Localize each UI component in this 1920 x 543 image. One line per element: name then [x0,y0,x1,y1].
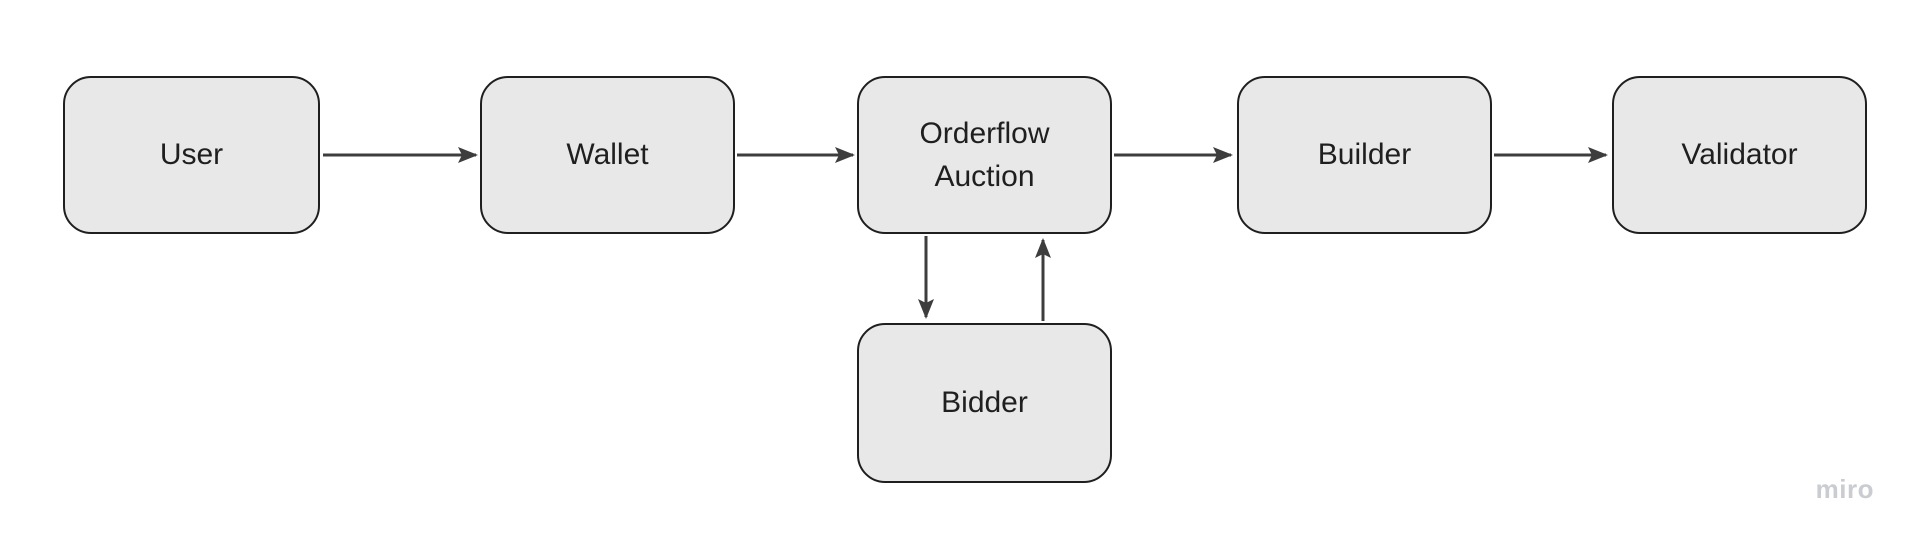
node-orderflow-auction-label: Orderflow Auction [919,116,1050,194]
node-user[interactable]: User [63,76,320,234]
node-wallet[interactable]: Wallet [480,76,735,234]
node-wallet-label: Wallet [566,138,649,172]
node-bidder[interactable]: Bidder [857,323,1112,483]
node-bidder-label: Bidder [941,386,1028,420]
node-builder-label: Builder [1317,138,1412,172]
miro-watermark: miro [1815,474,1874,504]
node-builder[interactable]: Builder [1237,76,1492,234]
node-validator[interactable]: Validator [1612,76,1867,234]
node-validator-label: Validator [1681,138,1798,172]
node-user-label: User [159,138,224,172]
node-orderflow-auction[interactable]: Orderflow Auction [857,76,1112,234]
